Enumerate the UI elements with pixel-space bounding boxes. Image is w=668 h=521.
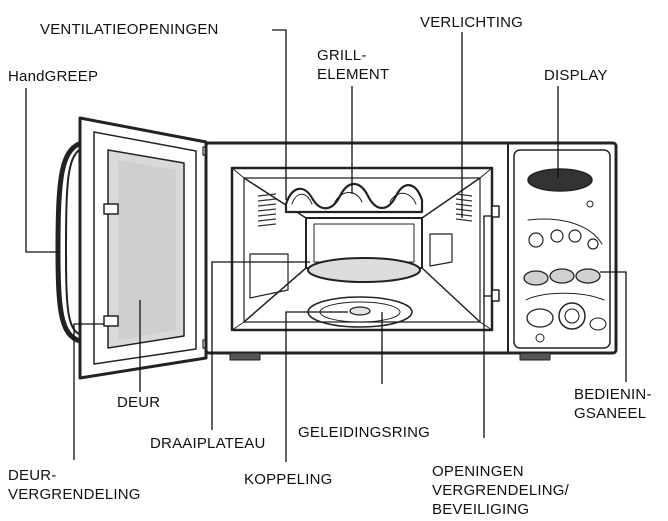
- leader-door-latches: [73, 323, 104, 460]
- interlock-slot-top: [491, 205, 500, 218]
- leader-turntable: [211, 261, 310, 430]
- leader-safety-interlock: [483, 215, 492, 438]
- vent-right: [455, 193, 473, 222]
- control-panel-shape: [513, 149, 611, 349]
- label-roller-ring: GELEIDINGSRING: [298, 424, 430, 441]
- leader-coupler: [285, 311, 348, 462]
- door-latch-top: [103, 203, 119, 215]
- label-door-latches: DEUR- VERGRENDELING: [8, 467, 141, 503]
- interlock-slot-bottom: [491, 289, 500, 302]
- vent-left: [257, 193, 277, 227]
- door-shape: [78, 116, 208, 380]
- label-lighting: VERLICHTING: [420, 14, 524, 31]
- leader-handle: [25, 88, 60, 253]
- display-window: [527, 168, 593, 192]
- door-latch-bottom: [103, 315, 119, 327]
- label-handle: HandGREEP: [8, 68, 99, 85]
- label-display: DISPLAY: [544, 67, 608, 84]
- coupler-shape: [349, 306, 371, 316]
- label-ventilation: VENTILATIEOPENINGEN: [40, 21, 219, 38]
- label-coupler: KOPPELING: [244, 471, 333, 488]
- label-turntable: DRAAIPLATEAU: [150, 435, 266, 452]
- turntable-shape: [307, 257, 421, 283]
- label-grill: GRILL- ELEMENT: [317, 47, 390, 83]
- leader-ventilation: [272, 29, 287, 200]
- label-safety-interlock: OPENINGEN VERGRENDELING/ BEVEILIGING: [432, 463, 569, 518]
- handle-shape: [55, 139, 87, 345]
- label-door: DEUR: [117, 394, 161, 411]
- grill-element-shape: [284, 182, 424, 214]
- label-control-panel: BEDIENIN- GSANEEL: [574, 386, 652, 422]
- leader-control-panel: [600, 271, 627, 382]
- cavity-shape: [230, 166, 494, 332]
